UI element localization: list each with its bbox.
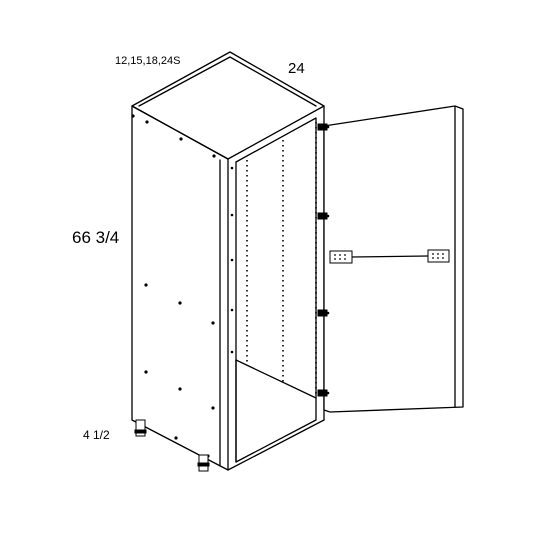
interior-floor-edge — [235, 359, 317, 399]
panel-hole — [131, 114, 135, 118]
door-bracket-right — [427, 249, 450, 263]
panel-hole — [230, 213, 234, 217]
depth-label: 24 — [288, 60, 305, 77]
left-side-panel — [131, 105, 229, 471]
panel-hole — [144, 283, 148, 287]
interior-bottom — [235, 359, 317, 463]
toe-kick-label: 4 1/2 — [83, 428, 110, 442]
hinge — [317, 309, 328, 317]
panel-hole — [211, 321, 215, 325]
panel-hole — [230, 350, 234, 354]
panel-hole — [179, 137, 183, 141]
door-bar — [351, 255, 429, 258]
panel-hole — [178, 301, 182, 305]
hinge-screw — [326, 311, 330, 315]
panel-hole — [145, 120, 149, 124]
panel-hole — [230, 308, 234, 312]
panel-hole — [211, 406, 215, 410]
panel-hole — [230, 258, 234, 262]
hinge-screw — [326, 125, 330, 129]
panel-hole — [144, 370, 148, 374]
hinge — [317, 389, 328, 397]
hinge — [317, 123, 328, 131]
panel-hole — [174, 436, 178, 440]
top-inner-edge — [138, 56, 317, 107]
leveling-leg-front — [197, 454, 210, 472]
panel-hole — [178, 387, 182, 391]
hinge-screw — [326, 391, 330, 395]
panel-hole — [230, 166, 234, 170]
widths-label: 12,15,18,24S — [115, 55, 180, 67]
door-bracket-left — [329, 250, 353, 264]
hinge — [317, 212, 328, 220]
interior-back-corner — [235, 117, 317, 399]
hinge-screw — [326, 214, 330, 218]
panel-hole — [212, 154, 216, 158]
leveling-leg-left — [134, 419, 147, 437]
bottom-front-edge — [227, 419, 325, 471]
height-label: 66 3/4 — [72, 228, 119, 247]
